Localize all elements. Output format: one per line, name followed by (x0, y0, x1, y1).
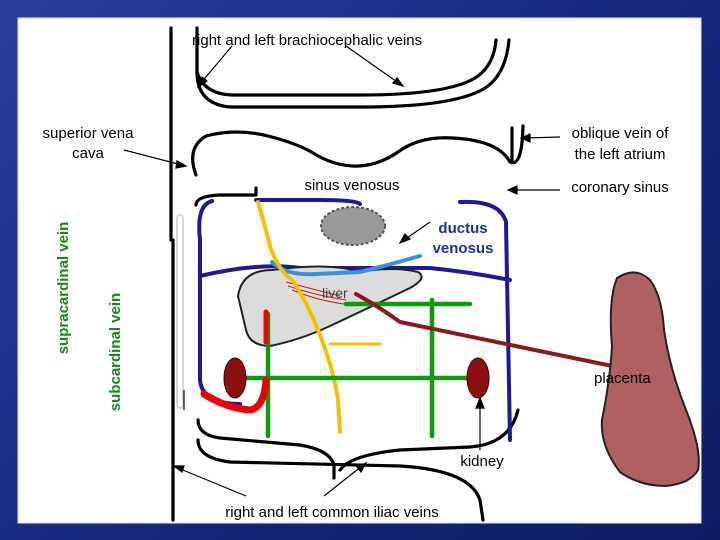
brachiocephalic-vein-left (195, 38, 498, 97)
ivc-lower-curve (196, 418, 336, 480)
label-subcardinal: subcardinal vein (107, 293, 124, 411)
label-svc-line2: cava (72, 145, 104, 162)
kidney-left (223, 357, 247, 399)
label-liver: liver (322, 285, 348, 301)
hepatic-sinusoids (285, 281, 347, 305)
arrow-iliac-right (323, 465, 363, 497)
arrow-oblique (524, 136, 561, 139)
cardinal-vein-loop (197, 198, 512, 442)
sinus-venosus-outline (191, 124, 525, 177)
sinus-venosus-body (320, 206, 386, 246)
label-coronary-sinus: coronary sinus (571, 179, 669, 196)
arrow-svc-head (175, 160, 188, 169)
label-supracardinal: supracardinal vein (55, 222, 72, 355)
svc-inner-line (195, 26, 511, 109)
arrow-kidney-head (475, 396, 485, 409)
label-svc-line1: superior vena (43, 125, 135, 142)
label-oblique-line2: the left atrium (575, 146, 666, 163)
umbilical-vein-right (256, 200, 342, 434)
arrow-svc (123, 149, 183, 166)
label-placenta: placenta (594, 370, 651, 387)
arrow-brachio-right (345, 45, 401, 85)
label-ductus-line2: venosus (433, 240, 494, 257)
arrow-iliac-right-head (356, 461, 368, 474)
label-sinus-venosus: sinus venosus (304, 177, 399, 194)
umbilical-vein-to-placenta (354, 292, 614, 368)
arrow-brachio-right-head (391, 77, 405, 88)
arrow-iliac-left-head (172, 465, 185, 473)
label-oblique-line1: oblique vein of (572, 125, 670, 142)
arrow-brachio-left (199, 45, 233, 85)
label-brachiocephalic: right and left brachiocephalic veins (192, 32, 422, 49)
label-ductus-line1: ductus (438, 220, 487, 237)
red-vein-lower (200, 376, 270, 414)
arrow-ductus-head (398, 233, 412, 245)
arrow-coronary-head (506, 185, 518, 195)
kidney-right (466, 357, 490, 399)
svc-outer-line (169, 26, 175, 522)
caval-veins (169, 26, 525, 522)
arrow-brachio-left-head (196, 76, 209, 89)
liver (236, 265, 423, 348)
label-kidney: kidney (460, 453, 504, 470)
sinus-lower-line (194, 186, 258, 207)
arrow-iliac-left (177, 467, 247, 497)
iliac-right-curve (196, 438, 485, 522)
arrow-oblique-head (519, 133, 531, 143)
label-iliac: right and left common iliac veins (225, 504, 438, 521)
placenta (600, 271, 700, 488)
pointer-arrows (123, 45, 561, 497)
